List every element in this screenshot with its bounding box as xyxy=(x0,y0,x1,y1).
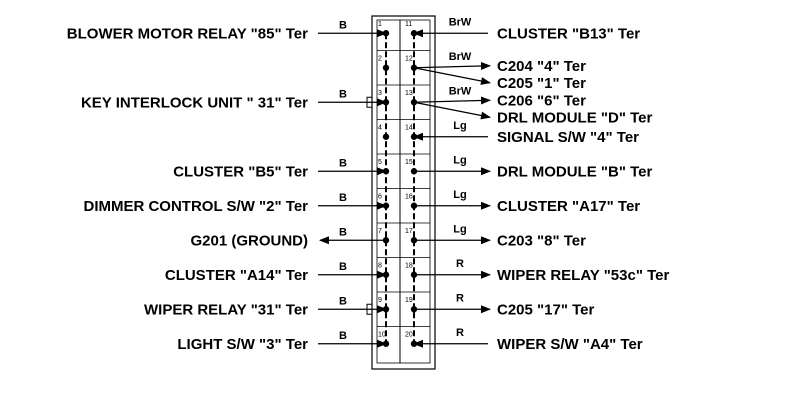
right-wire-color: BrW xyxy=(449,51,472,63)
connector-inner-outline xyxy=(376,19,431,364)
left-wire-color: B xyxy=(339,157,347,169)
right-wire-color: Lg xyxy=(453,223,466,235)
right-terminal-label: CLUSTER "B13" Ter xyxy=(497,25,640,42)
left-terminal-label: LIGHT S/W "3" Ter xyxy=(177,336,308,353)
left-wire-color: B xyxy=(339,226,347,238)
right-terminal-label: C205 "17" Ter xyxy=(497,301,594,318)
right-terminal-label: CLUSTER "A17" Ter xyxy=(497,198,640,215)
right-terminal-label: WIPER RELAY "53c" Ter xyxy=(497,267,670,284)
right-terminal-label: C203 "8" Ter xyxy=(497,232,586,249)
left-terminal-label: WIPER RELAY "31" Ter xyxy=(144,301,308,318)
right-terminal-label: DRL MODULE "B" Ter xyxy=(497,163,653,180)
right-terminal-label: C206 "6" Ter xyxy=(497,92,586,109)
pin-number: 1 xyxy=(378,21,382,28)
left-wire-color: B xyxy=(339,88,347,100)
wire-arrow-out xyxy=(413,101,491,120)
pin-number: 6 xyxy=(378,194,382,201)
left-terminal-label: CLUSTER "B5" Ter xyxy=(173,163,308,180)
pin-number: 13 xyxy=(405,90,413,97)
pin-number: 19 xyxy=(405,297,413,304)
pin-dot xyxy=(382,64,390,71)
pin-number: 7 xyxy=(378,228,382,235)
left-wire-color: B xyxy=(339,261,347,273)
pin-number: 18 xyxy=(405,263,413,270)
pin-number: 9 xyxy=(378,297,382,304)
pin-dot xyxy=(382,133,390,140)
wire-arrow-out xyxy=(413,96,491,105)
left-wire-color: B xyxy=(339,192,347,204)
pin-number: 5 xyxy=(378,159,382,166)
pin-number: 3 xyxy=(378,90,382,97)
right-terminal-label: WIPER S/W "A4" Ter xyxy=(497,336,643,353)
pin-number: 14 xyxy=(405,125,413,132)
right-terminal-label: C204 "4" Ter xyxy=(497,58,586,75)
right-wire-color: BrW xyxy=(449,85,472,97)
right-wire-color: R xyxy=(456,258,464,270)
left-terminal-label: DIMMER CONTROL S/W "2" Ter xyxy=(83,198,308,215)
right-terminal-label: DRL MODULE "D" Ter xyxy=(497,109,653,126)
pin-number: 16 xyxy=(405,194,413,201)
pin-number: 17 xyxy=(405,228,413,235)
right-wire-color: R xyxy=(456,327,464,339)
left-wire-color: B xyxy=(339,19,347,31)
pin-number: 20 xyxy=(405,332,413,339)
left-wire-color: B xyxy=(339,330,347,342)
pin-number: 10 xyxy=(378,332,386,339)
wire-arrow-out xyxy=(413,61,491,70)
wire-arrow-out xyxy=(413,67,491,85)
pin-number: 8 xyxy=(378,263,382,270)
right-wire-color: R xyxy=(456,292,464,304)
right-wire-color: Lg xyxy=(453,154,466,166)
left-terminal-label: BLOWER MOTOR RELAY "85" Ter xyxy=(67,25,308,42)
left-terminal-label: KEY INTERLOCK UNIT " 31" Ter xyxy=(81,94,308,111)
pin-number: 4 xyxy=(378,125,382,132)
left-terminal-label: G201 (GROUND) xyxy=(190,232,308,249)
pin-number: 15 xyxy=(405,159,413,166)
right-terminal-label: SIGNAL S/W "4" Ter xyxy=(497,129,639,146)
right-wire-color: Lg xyxy=(453,189,466,201)
right-terminal-label: C205 "1" Ter xyxy=(497,75,586,92)
left-wire-color: B xyxy=(339,295,347,307)
right-wire-color: BrW xyxy=(449,16,472,28)
pin-number: 2 xyxy=(378,56,382,63)
right-wire-color: Lg xyxy=(453,120,466,132)
pin-number: 11 xyxy=(405,21,412,28)
pin-number: 12 xyxy=(405,56,413,63)
connector-outline xyxy=(371,15,436,370)
left-terminal-label: CLUSTER "A14" Ter xyxy=(165,267,308,284)
